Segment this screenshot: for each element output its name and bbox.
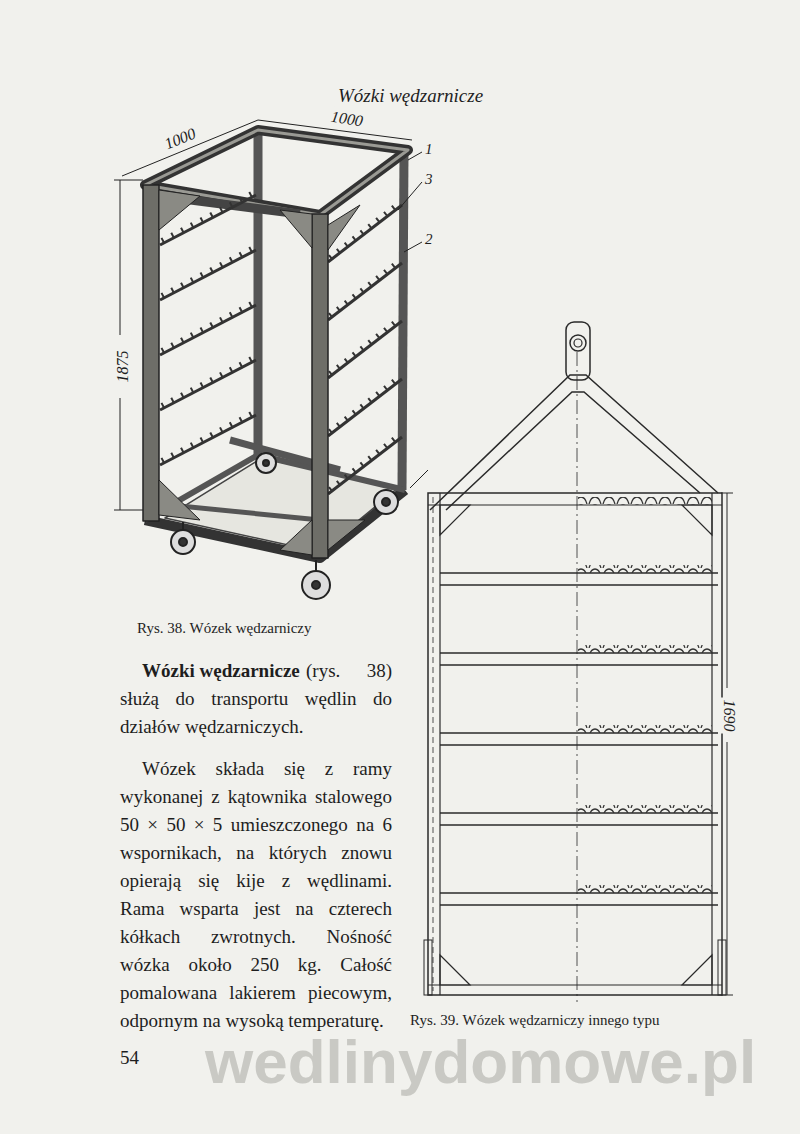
callout-number: 2 (425, 230, 433, 248)
page-number: 54 (120, 1046, 139, 1069)
figure-caption: Rys. 39. Wózek wędzarniczy innego typu (410, 1011, 659, 1029)
callout-number: 1 (425, 140, 433, 158)
callout-number: 3 (425, 170, 433, 188)
dimension: 1000 (160, 122, 200, 153)
dimension: 1000 (328, 106, 367, 130)
dimension: 1875 (113, 348, 132, 384)
cart-perspective (114, 120, 428, 599)
watermark: wedlinydomowe.pl (205, 1025, 756, 1099)
paragraph: (rys. 38) służą do transportu wędlin do … (120, 657, 392, 741)
dimension: 1690 (720, 697, 739, 733)
paragraph: Wózek składa się z ramy wykonanej z kąto… (120, 755, 392, 1035)
running-head: Wózki wędzarnicze (338, 84, 483, 107)
figure-caption: Rys. 38. Wózek wędzarniczy (137, 619, 311, 637)
paragraph-lead: Wózki wędzarnicze (142, 657, 300, 685)
cart-elevation (424, 322, 733, 1002)
